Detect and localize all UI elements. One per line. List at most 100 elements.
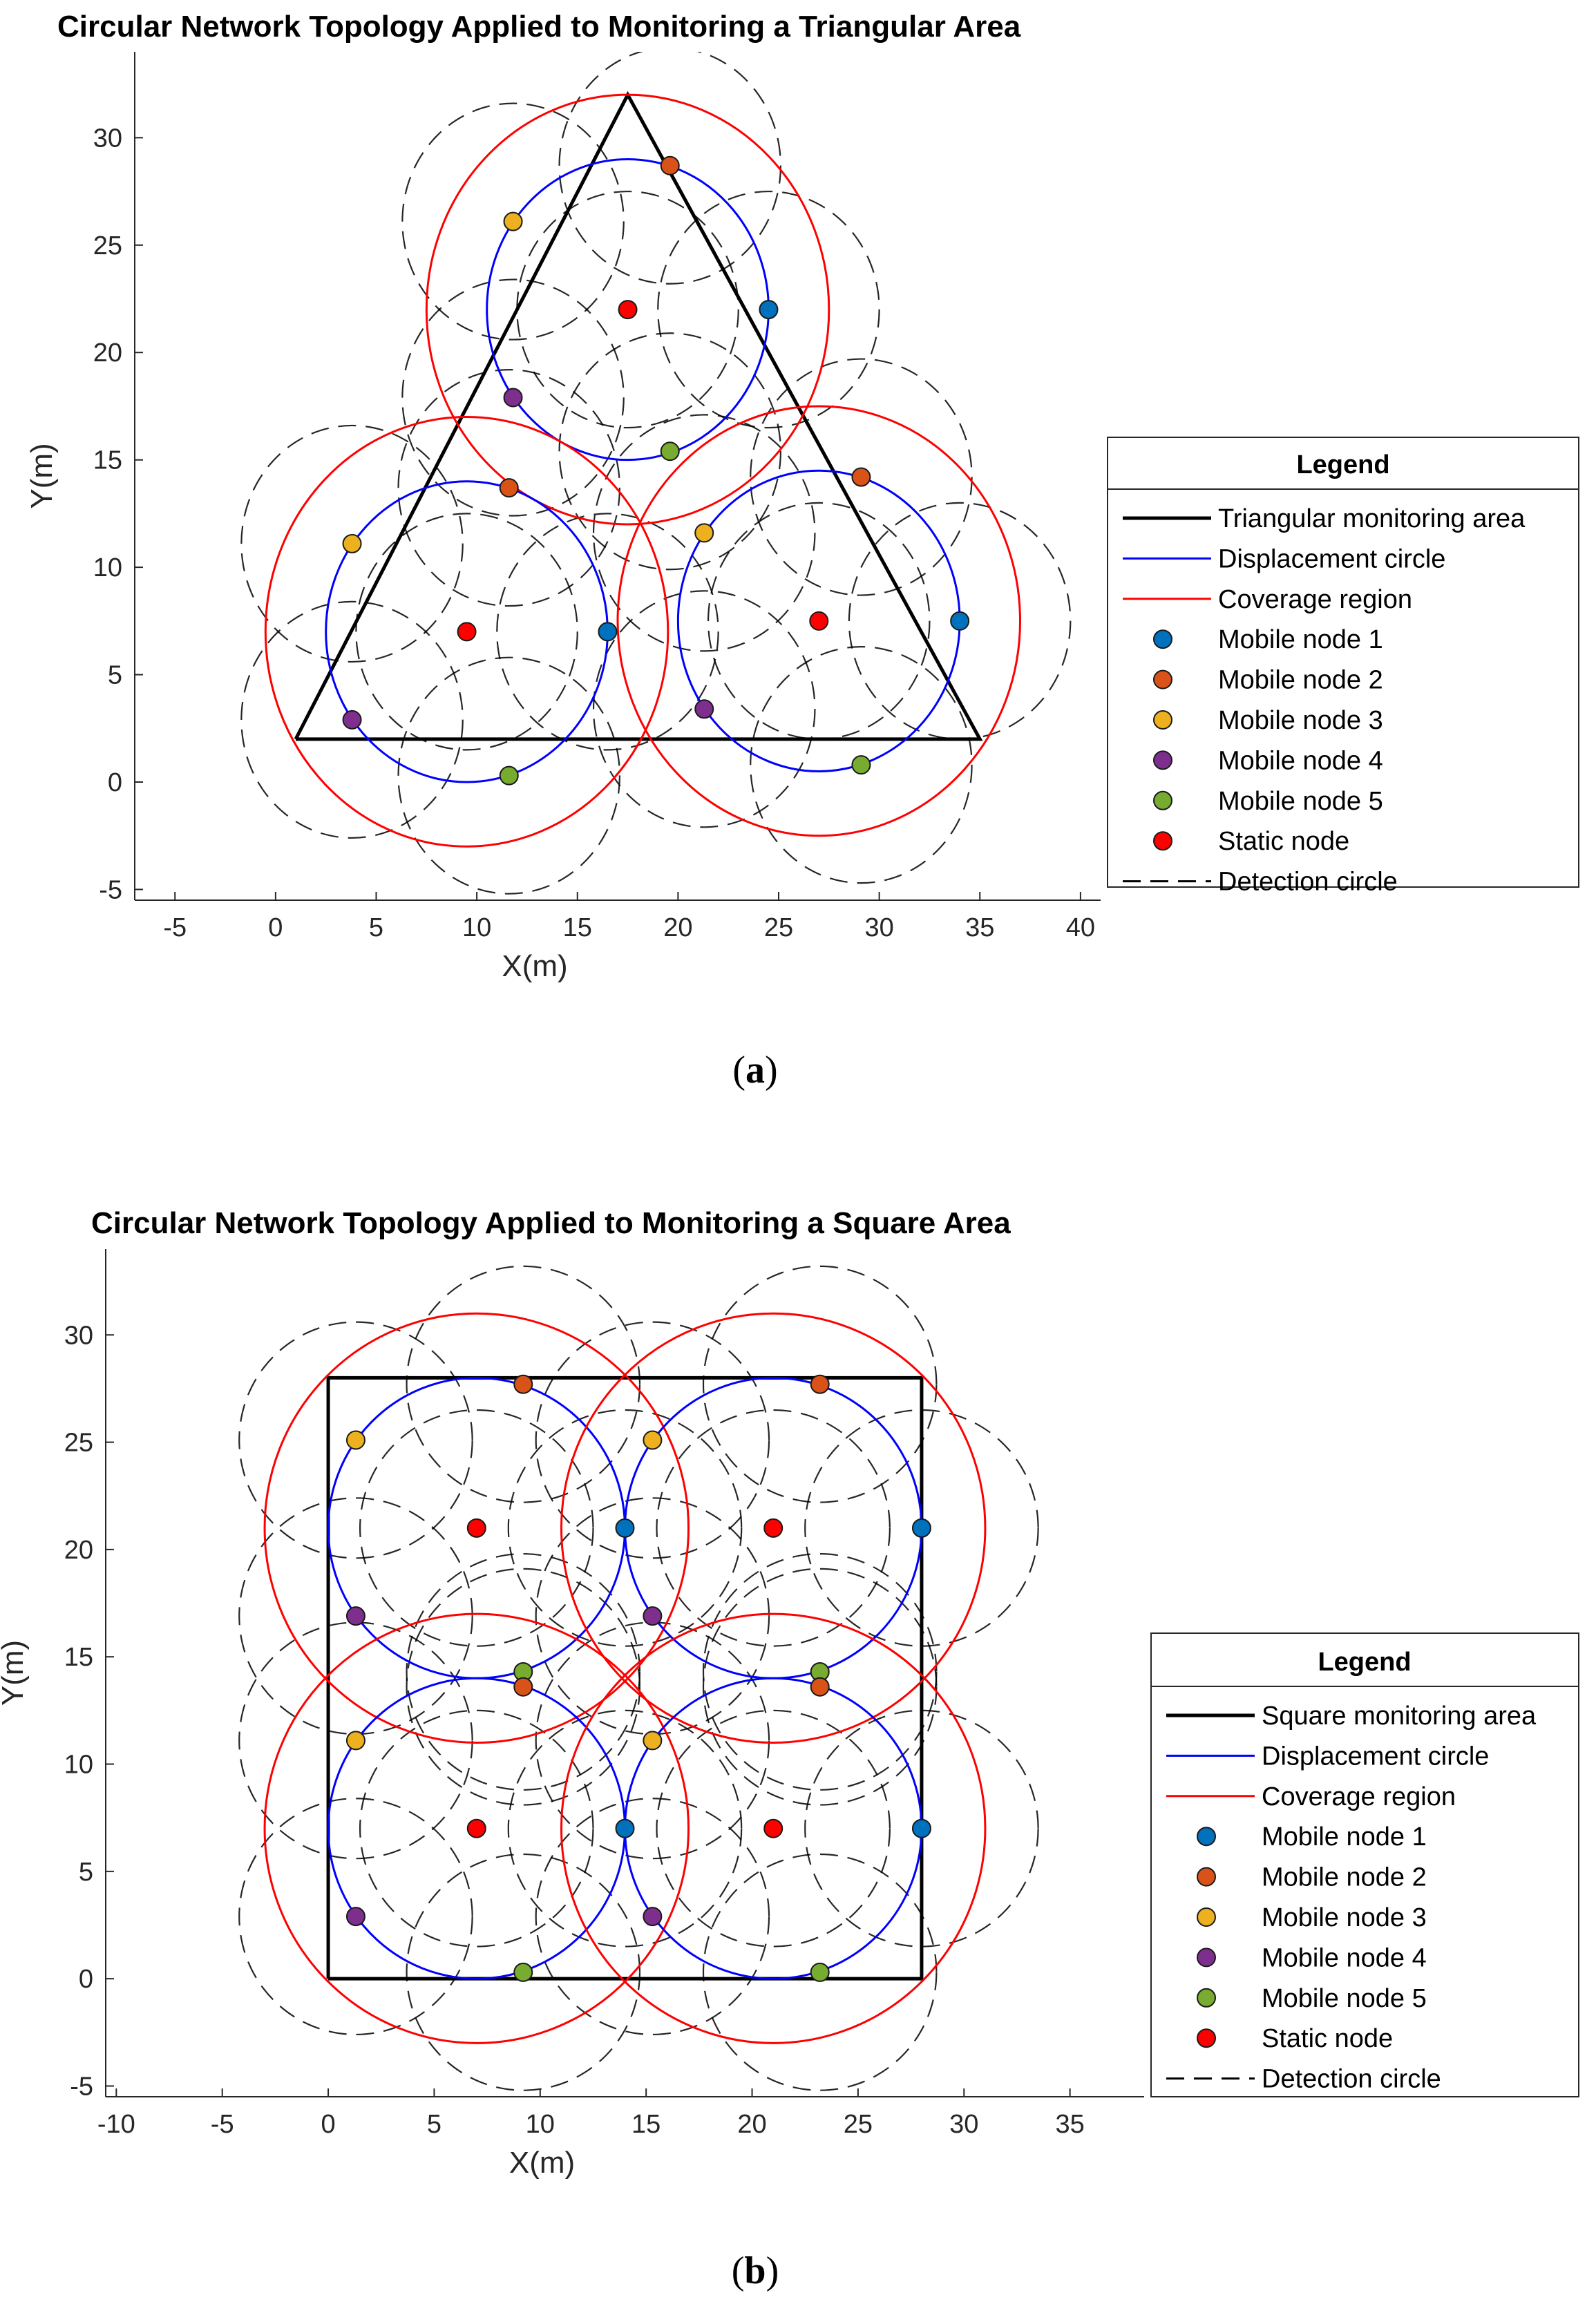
mobile-node-2 <box>513 1374 533 1394</box>
mobile-node-4 <box>643 1606 663 1626</box>
legend-swatch-mobile5 <box>1197 1988 1216 2008</box>
detection-circle <box>406 1853 641 2091</box>
legend-swatch-mobile1 <box>1197 1827 1216 1847</box>
legend-box-a <box>1107 437 1579 888</box>
static-node <box>618 300 638 320</box>
coverage-circle <box>425 93 830 526</box>
legend-swatch-mobile4 <box>1153 750 1172 770</box>
detection-circle <box>592 590 816 828</box>
caption-b-letter: b <box>744 2249 766 2292</box>
mobile-node-3 <box>503 211 523 231</box>
detection-circle <box>657 190 880 429</box>
y-tick-label-b: 20 <box>64 1536 93 1565</box>
monitoring-area <box>294 91 983 741</box>
chart-panel-b: Circular Network Topology Applied to Mon… <box>0 1206 1579 2292</box>
static-node <box>457 622 477 642</box>
legend-label-mobile1: Mobile node 1 <box>1262 1822 1427 1851</box>
legend-label-mobile4: Mobile node 4 <box>1218 746 1383 775</box>
legend-label-mobile4: Mobile node 4 <box>1262 1943 1427 1972</box>
coverage-circle <box>264 416 669 848</box>
legend-label-detection: Detection circle <box>1262 2065 1441 2094</box>
chart-title-a: Circular Network Topology Applied to Mon… <box>57 10 1021 44</box>
detection-circle <box>397 369 621 607</box>
x-tick-label-a: 20 <box>663 913 692 942</box>
detection-circle <box>238 1798 473 2036</box>
detection-circle <box>507 1709 743 1948</box>
mobile-node-1 <box>615 1518 635 1538</box>
legend-swatch-mobile5 <box>1153 790 1172 810</box>
mobile-node-2 <box>851 467 871 487</box>
mobile-node-2 <box>660 155 680 175</box>
x-tick-label-a: 30 <box>864 913 893 942</box>
detection-circle <box>558 52 781 285</box>
legend-swatch-mobile2 <box>1197 1867 1216 1887</box>
detection-circle <box>397 656 621 895</box>
detection-circle <box>238 1321 473 1559</box>
legend-label-coverage: Coverage region <box>1262 1782 1456 1811</box>
mobile-node-3 <box>643 1731 663 1751</box>
mobile-node-5 <box>499 765 519 786</box>
mobile-node-4 <box>345 1606 365 1626</box>
mobile-node-4 <box>345 1907 365 1927</box>
y-tick-label-a: -5 <box>99 875 122 904</box>
detection-circle <box>240 424 464 663</box>
mobile-node-3 <box>345 1430 365 1450</box>
x-tick-label-b: 35 <box>1056 2110 1085 2139</box>
legend-title-b: Legend <box>1318 1648 1411 1677</box>
coverage-circle <box>616 405 1021 837</box>
coverage-circle <box>560 1312 987 1744</box>
coverage-circle <box>263 1312 690 1744</box>
x-tick-label-a: 25 <box>764 913 793 942</box>
detection-circle <box>750 646 973 884</box>
legend-swatch-mobile3 <box>1153 710 1172 730</box>
y-tick-label-b: 10 <box>64 1751 93 1780</box>
legend-label-displacement: Displacement circle <box>1262 1742 1489 1771</box>
detection-circle <box>401 102 625 341</box>
x-tick-label-a: 0 <box>268 913 283 942</box>
legend-label-static: Static node <box>1218 827 1349 856</box>
x-tick-label-b: -5 <box>211 2110 234 2139</box>
chart-panel-a: Circular Network Topology Applied to Mon… <box>25 10 1579 1092</box>
legend-label-mobile1: Mobile node 1 <box>1218 625 1383 654</box>
legend-label-mobile3: Mobile node 3 <box>1262 1903 1427 1932</box>
detection-circle <box>406 1552 641 1791</box>
y-tick-label-a: 10 <box>93 553 122 582</box>
legend-swatch-mobile1 <box>1153 629 1172 649</box>
x-tick-label-b: 15 <box>631 2110 661 2139</box>
legend-label-area: Triangular monitoring area <box>1218 504 1526 533</box>
legend-label-mobile5: Mobile node 5 <box>1218 787 1383 816</box>
x-tick-label-a: 35 <box>965 913 994 942</box>
x-tick-label-a: 10 <box>462 913 491 942</box>
detection-circle <box>804 1709 1039 1948</box>
mobile-node-3 <box>643 1430 663 1450</box>
legend-title-a: Legend <box>1296 450 1389 479</box>
detection-circle <box>535 1497 770 1735</box>
coverage-circle <box>263 1612 690 2044</box>
y-tick-label-a: 15 <box>93 446 122 475</box>
x-tick-label-a: 5 <box>369 913 383 942</box>
mobile-node-1 <box>911 1818 931 1838</box>
y-tick-label-b: 15 <box>64 1643 93 1672</box>
y-axis-label-b: Y(m) <box>0 1640 30 1706</box>
y-tick-label-b: 0 <box>79 1965 93 1994</box>
x-tick-label-b: -10 <box>97 2110 135 2139</box>
static-node <box>466 1818 486 1838</box>
detection-circle <box>240 600 464 839</box>
x-tick-label-a: 40 <box>1066 913 1095 942</box>
legend-label-detection: Detection circle <box>1218 868 1398 897</box>
legend-label-coverage: Coverage region <box>1218 585 1412 614</box>
y-tick-label-b: 30 <box>64 1321 93 1350</box>
mobile-node-2 <box>810 1374 830 1394</box>
plot-area-b <box>238 1265 1039 2091</box>
detection-circle <box>535 1798 770 2036</box>
detection-circle <box>656 1709 891 1948</box>
detection-circle <box>406 1568 641 1806</box>
detection-circle <box>750 358 973 596</box>
static-node <box>809 611 829 631</box>
x-tick-label-a: 15 <box>563 913 592 942</box>
x-tick-label-b: 30 <box>949 2110 978 2139</box>
mobile-node-1 <box>598 622 618 642</box>
caption-b: (b) <box>732 2249 779 2292</box>
y-tick-label-a: 0 <box>108 768 122 797</box>
